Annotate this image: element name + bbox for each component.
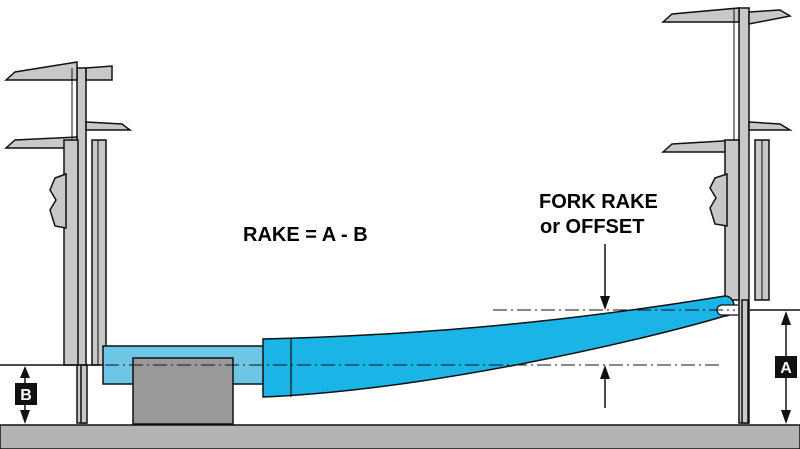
dimension-a-badge [775, 356, 797, 378]
fork-rake-label-line2: or OFFSET [540, 216, 644, 238]
left-caliper [4, 61, 133, 424]
fork-rake-label-line1: FORK RAKE [539, 191, 658, 213]
fork-blade [262, 295, 735, 398]
rake-equation: RAKE = A - B [243, 224, 368, 246]
ground-surface [0, 424, 800, 449]
dimension-b-label: B [20, 387, 32, 404]
dimension-b-badge [15, 383, 37, 405]
right-caliper-lines [733, 8, 763, 300]
right-caliper [661, 7, 793, 424]
left-caliper-lines [71, 68, 99, 365]
crown-block [132, 357, 234, 425]
offset-arrows [600, 244, 610, 408]
dimension-a-label: A [780, 360, 792, 377]
